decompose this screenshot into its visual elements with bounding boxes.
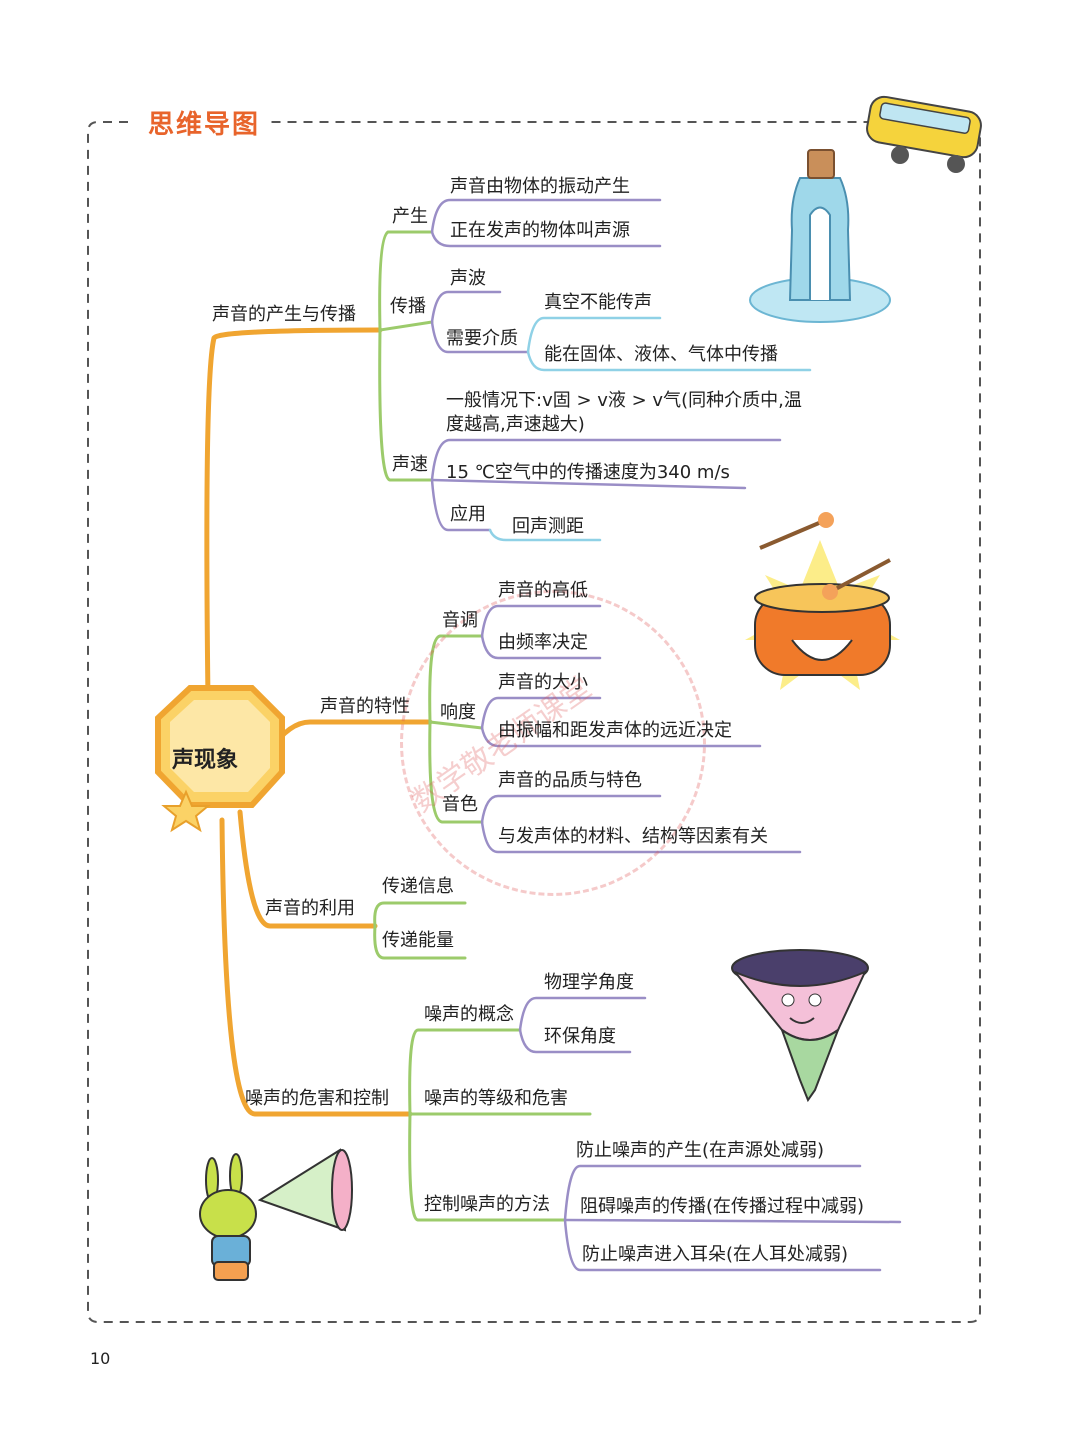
leaf-loudness-size: 声音的大小: [498, 672, 588, 693]
leaf-material-structure: 与发声体的材料、结构等因素有关: [498, 826, 768, 847]
page-number: 10: [90, 1349, 111, 1368]
node-noise-level: 噪声的等级和危害: [424, 1088, 568, 1109]
bottle-icon: [749, 149, 891, 323]
leaf-at-ear: 防止噪声进入耳朵(在人耳处减弱): [582, 1244, 849, 1265]
node-noise-concept: 噪声的概念: [424, 1004, 514, 1025]
node-loudness: 响度: [440, 702, 476, 723]
leaf-transmit-info: 传递信息: [382, 876, 454, 897]
leaf-sound-source: 正在发声的物体叫声源: [450, 220, 630, 241]
node-production: 产生: [392, 206, 428, 227]
node-noise-control: 控制噪声的方法: [424, 1194, 550, 1215]
leaf-lines-b: [488, 316, 812, 542]
branch-uses: 声音的利用: [265, 898, 355, 919]
node-timbre: 音色: [442, 794, 478, 815]
root-label: 声现象: [172, 748, 239, 773]
tornado-icon: [731, 949, 869, 1103]
leaf-vacuum: 真空不能传声: [544, 292, 652, 313]
leaf-quality: 声音的品质与特色: [498, 770, 642, 791]
leaf-in-transmission: 阻碍噪声的传播(在传播过程中减弱): [580, 1196, 865, 1217]
leaf-amplitude-distance: 由振幅和距发声体的远近决定: [498, 720, 732, 741]
drum-icon: [745, 512, 900, 690]
leaf-environment-view: 环保角度: [544, 1026, 616, 1047]
root-node-inner: [170, 700, 270, 792]
leaf-speed-general-1: 一般情况下:v固 > v液 > v气(同种介质中,温: [446, 390, 802, 411]
node-sound-speed: 声速: [392, 454, 428, 475]
rabbit-megaphone-icon: [199, 1148, 353, 1281]
bus-icon: [866, 95, 982, 173]
leaf-sound-wave: 声波: [450, 268, 486, 289]
leaf-air-speed: 15 ℃空气中的传播速度为340 m/s: [446, 462, 730, 483]
star-icon: [161, 789, 211, 833]
leaf-pitch-level: 声音的高低: [498, 580, 588, 601]
watermark-circle: [400, 590, 706, 896]
leaf-transmit-energy: 传递能量: [382, 930, 454, 951]
node-application: 应用: [450, 504, 486, 525]
page-title: 思维导图: [140, 104, 269, 141]
leaf-physics-view: 物理学角度: [544, 972, 634, 993]
branch-characteristics: 声音的特性: [320, 696, 410, 717]
leaf-vibration: 声音由物体的振动产生: [450, 176, 630, 197]
leaf-speed-general-2: 度越高,声速越大): [446, 414, 585, 435]
leaf-frequency: 由频率决定: [498, 632, 588, 653]
leaf-at-source: 防止噪声的产生(在声源处减弱): [576, 1140, 825, 1161]
leaf-solid-liquid-gas: 能在固体、液体、气体中传播: [544, 344, 778, 365]
branch-production-propagation: 声音的产生与传播: [212, 304, 356, 325]
node-pitch: 音调: [442, 610, 478, 631]
leaf-echo-ranging: 回声测距: [512, 516, 584, 537]
node-medium: 需要介质: [446, 328, 518, 349]
node-propagation: 传播: [390, 296, 426, 317]
branch-noise: 噪声的危害和控制: [245, 1088, 389, 1109]
